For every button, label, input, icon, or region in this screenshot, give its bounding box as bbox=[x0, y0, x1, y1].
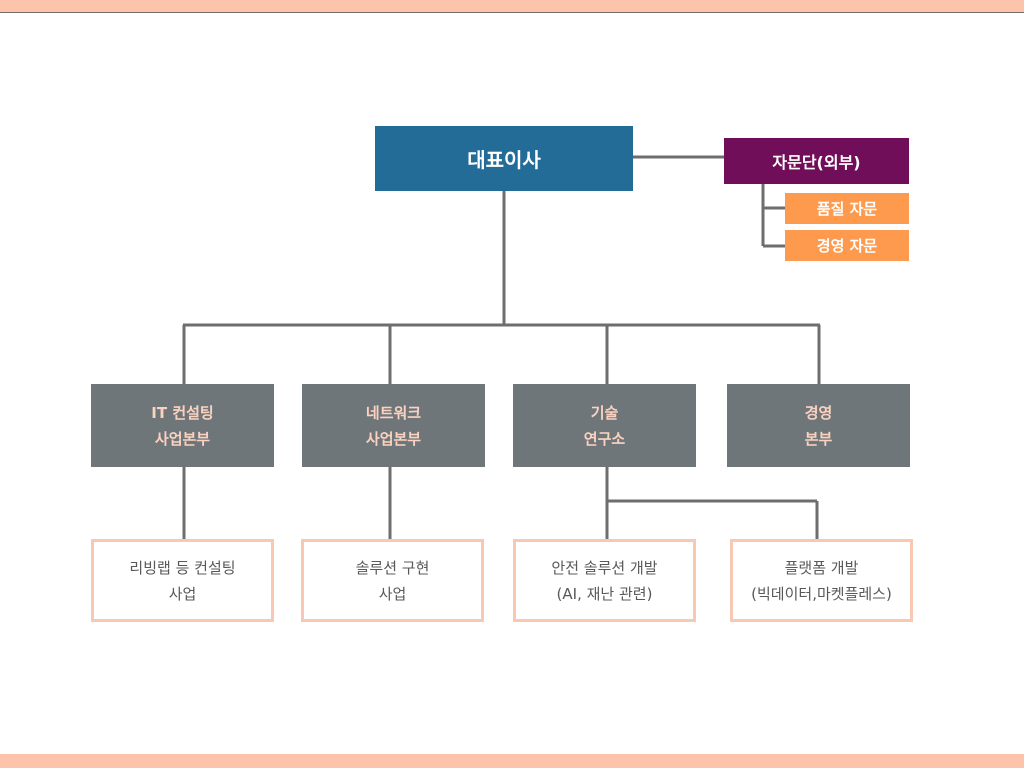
ceo-box: 대표이사 bbox=[375, 126, 633, 191]
top-accent-band bbox=[0, 0, 1024, 12]
advisory-board-box: 자문단(외부) bbox=[724, 138, 909, 184]
task-solution-implementation: 솔루션 구현 사업 bbox=[301, 539, 484, 622]
quality-advice-box: 품질 자문 bbox=[785, 193, 909, 224]
bottom-accent-band bbox=[0, 754, 1024, 768]
division-network: 네트워크 사업본부 bbox=[302, 384, 485, 467]
task-safety-solution: 안전 솔루션 개발 (AI, 재난 관련) bbox=[513, 539, 696, 622]
top-divider-line bbox=[0, 12, 1024, 13]
management-advice-box: 경영 자문 bbox=[785, 230, 909, 261]
division-tech-lab: 기술 연구소 bbox=[513, 384, 696, 467]
task-living-lab: 리빙랩 등 컨설팅 사업 bbox=[91, 539, 274, 622]
division-management: 경영 본부 bbox=[727, 384, 910, 467]
division-it-consulting: IT 컨설팅 사업본부 bbox=[91, 384, 274, 467]
task-platform-development: 플랫폼 개발 (빅데이터,마켓플레스) bbox=[730, 539, 913, 622]
